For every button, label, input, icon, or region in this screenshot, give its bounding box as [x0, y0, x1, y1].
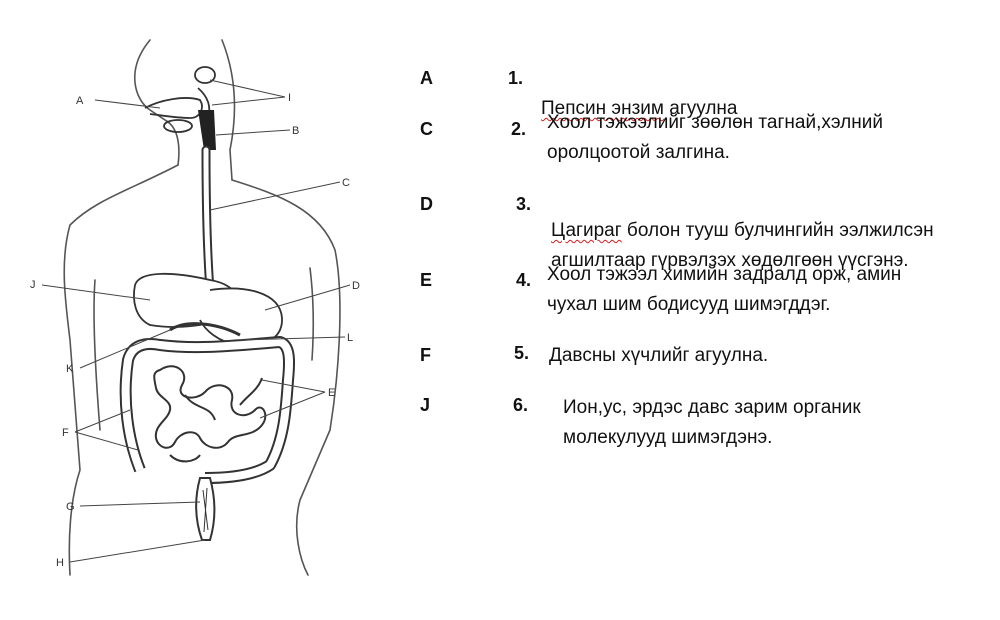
answer-letter-d: D — [420, 194, 433, 214]
small-intestine — [153, 365, 267, 449]
leader-I-2 — [211, 96, 286, 106]
answer-letter-e: E — [420, 270, 433, 290]
diagram-label-H: H — [56, 557, 64, 569]
diagram-label-G: G — [66, 501, 75, 513]
head-outline — [134, 39, 180, 166]
statement-5-number: 5. — [514, 343, 530, 363]
leader-F-2 — [74, 431, 139, 451]
pancreas-shape — [169, 322, 241, 337]
diagram-label-K: K — [66, 363, 74, 375]
statement-1-rest: агуулна — [663, 98, 738, 119]
statement-4-number: 4. — [516, 270, 532, 290]
statement-5-text: Давсны хүчлийг агуулна. — [549, 345, 769, 366]
answer-letter-a: A — [420, 68, 433, 88]
arm-line-right — [309, 267, 315, 361]
body-outline-right — [231, 179, 341, 576]
answer-letter-j: J — [420, 395, 431, 415]
diagram-label-C: C — [342, 177, 350, 189]
large-intestine-inner — [121, 338, 293, 482]
leader-B — [215, 129, 291, 136]
leader-C — [209, 181, 341, 211]
statement-3-text: Цагираг болон тууш булчингийн ээлжилсэн … — [551, 186, 934, 276]
diagram-label-L: L — [347, 332, 353, 344]
statement-1-text: Пепсин энзим агуулна — [541, 64, 738, 124]
diagram-label-F: F — [62, 427, 69, 439]
tongue-shape — [163, 119, 193, 133]
leader-I-1 — [209, 79, 286, 98]
small-intestine-loops — [169, 377, 263, 463]
statement-3-rest: болон тууш булчингийн ээлжилсэн агшилтаа… — [551, 220, 934, 271]
arm-line-left — [93, 279, 101, 431]
leader-K — [79, 329, 171, 369]
leader-H — [69, 539, 206, 563]
diagram-label-I: I — [288, 92, 291, 104]
diagram-label-D: D — [352, 280, 360, 292]
body-outline-left — [63, 164, 179, 576]
digestive-system-diagram: A I B C J D L K E F G H — [30, 39, 360, 576]
answer-letter-f: F — [420, 345, 431, 365]
leader-L — [239, 336, 346, 341]
rectum-detail — [202, 487, 209, 533]
pharynx-shape — [198, 110, 216, 150]
answer-letter-c: C — [420, 119, 433, 139]
leader-J — [41, 284, 151, 301]
leader-E-1 — [261, 379, 326, 393]
leader-E-2 — [259, 391, 326, 419]
diagram-label-J: J — [30, 279, 36, 291]
esophagus-inner — [203, 147, 213, 293]
diagram-label-A: A — [76, 95, 84, 107]
diagram-label-E: E — [328, 387, 335, 399]
diagram-label-B: B — [292, 125, 299, 137]
statement-4-text: Хоол тэжээл химийн задралд орж, амин чух… — [547, 264, 902, 315]
statement-2-text: Хоол тэжээлийг зөөлөн тагнай,хэлний орол… — [547, 112, 883, 163]
nasal-cavity — [194, 66, 216, 84]
head-outline-right — [221, 39, 236, 181]
leader-F-1 — [74, 409, 131, 433]
leader-D — [264, 284, 351, 311]
statement-6-number: 6. — [513, 395, 529, 415]
statement-2-number: 2. — [511, 119, 527, 139]
statement-6-text: Ион,ус, эрдэс давс зарим органик молекул… — [563, 397, 861, 448]
statement-1-underlined: Пепсин энзим — [541, 98, 664, 119]
statement-3-underlined: Цагираг — [551, 220, 622, 241]
leader-G — [79, 501, 201, 507]
mouth-cavity — [144, 97, 203, 119]
leader-A — [94, 99, 161, 109]
statement-1-number: 1. — [508, 68, 524, 88]
statement-3-number: 3. — [516, 194, 532, 214]
